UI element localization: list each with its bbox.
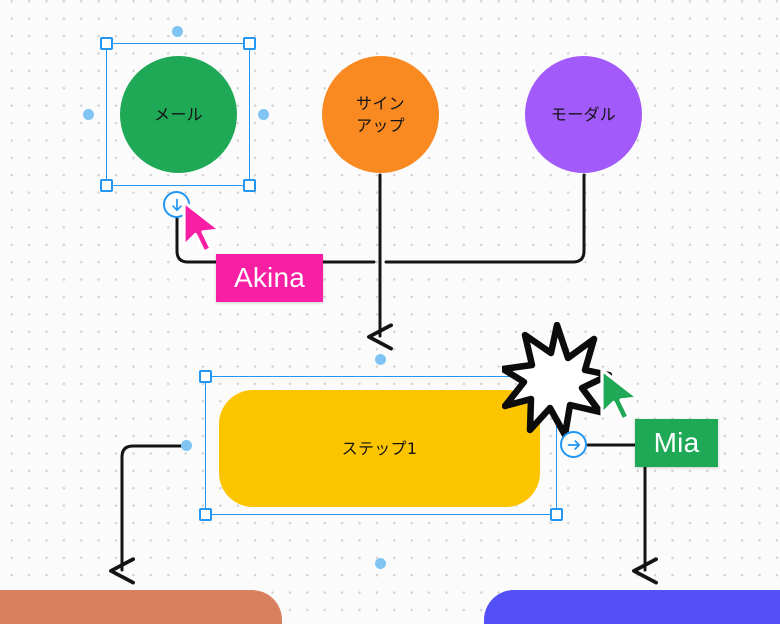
connector-dot-step1-left[interactable] bbox=[181, 440, 192, 451]
resize-handle-bottom-right[interactable] bbox=[243, 179, 256, 192]
connector-mail-to-step1 bbox=[175, 216, 376, 264]
node-signup-label: サイン アップ bbox=[356, 94, 405, 135]
arrow-down-icon bbox=[171, 198, 182, 211]
connector-dot-mail-top[interactable] bbox=[172, 26, 183, 37]
connector-dot-step1-bottom[interactable] bbox=[375, 558, 386, 569]
selection-frame-mail[interactable] bbox=[100, 37, 256, 192]
collaborator-tag-mia[interactable]: Mia bbox=[635, 419, 718, 467]
resize-handle-bottom-right[interactable] bbox=[550, 508, 563, 521]
node-signup[interactable]: サイン アップ bbox=[322, 56, 439, 173]
node-bottom-right[interactable] bbox=[484, 590, 780, 624]
resize-handle-bottom-left[interactable] bbox=[100, 179, 113, 192]
burst-highlight-icon bbox=[502, 322, 612, 438]
resize-handle-top-left[interactable] bbox=[100, 37, 113, 50]
add-node-right-button[interactable] bbox=[560, 431, 587, 458]
node-step1[interactable]: ステップ1 bbox=[219, 390, 540, 507]
collaborator-tag-akina[interactable]: Akina bbox=[216, 254, 323, 302]
resize-handle-top-right[interactable] bbox=[243, 37, 256, 50]
node-mail-label: メール bbox=[154, 104, 203, 124]
connector-modal-to-step1 bbox=[384, 173, 586, 264]
cursor-pointer-mia bbox=[600, 368, 640, 422]
node-modal[interactable]: モーダル bbox=[525, 56, 642, 173]
connector-dot-mail-right[interactable] bbox=[258, 109, 269, 120]
arrow-right-icon bbox=[567, 439, 580, 450]
node-bottom-left[interactable] bbox=[0, 590, 282, 624]
node-mail[interactable]: メール bbox=[120, 56, 237, 173]
connector-dot-step1-top[interactable] bbox=[375, 354, 386, 365]
collaborator-name-akina: Akina bbox=[233, 262, 306, 293]
connector-step1-to-bottom-left bbox=[122, 444, 188, 570]
node-modal-label: モーダル bbox=[550, 104, 617, 124]
collaborator-name-mia: Mia bbox=[653, 427, 700, 458]
node-step1-label: ステップ1 bbox=[341, 438, 418, 458]
resize-handle-bottom-left[interactable] bbox=[199, 508, 212, 521]
resize-handle-top-left[interactable] bbox=[199, 370, 212, 383]
connector-dot-mail-left[interactable] bbox=[83, 109, 94, 120]
cursor-pointer-akina bbox=[182, 200, 222, 254]
